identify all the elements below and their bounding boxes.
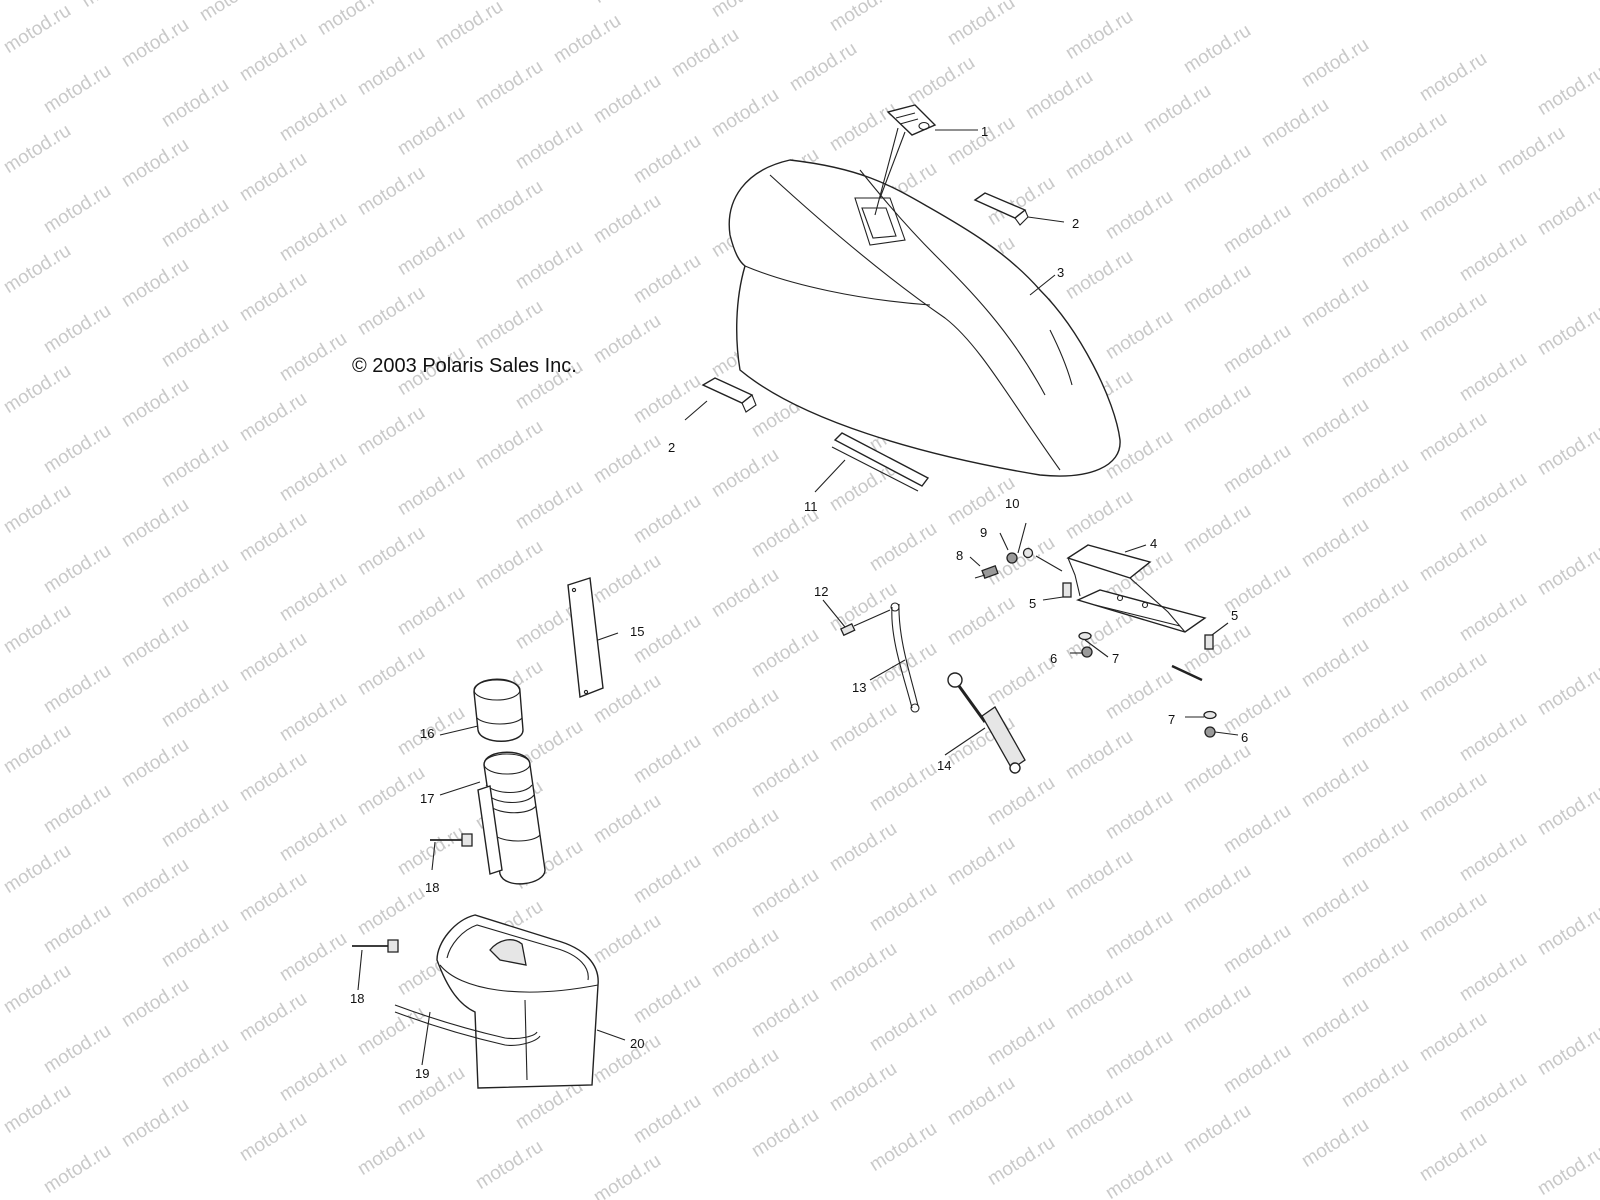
storage-bin-part-20 (436, 914, 599, 1089)
rivet-part-18-upper (430, 833, 473, 847)
callout-11: 11 (804, 499, 818, 514)
connector-part-12 (840, 609, 891, 637)
leader-lines (357, 129, 1239, 1066)
callout-2-upper: 2 (1072, 216, 1079, 231)
callout-14: 14 (937, 758, 951, 773)
callout-18-lower: 18 (350, 991, 364, 1006)
grip-pad-upper (973, 192, 1029, 226)
callout-10: 10 (1005, 496, 1019, 511)
strap-part-19 (394, 1004, 541, 1046)
callout-6-upper: 6 (1050, 651, 1057, 666)
callout-18-upper: 18 (425, 880, 439, 895)
callout-12: 12 (814, 584, 828, 599)
callout-5-upper: 5 (1029, 596, 1036, 611)
callout-7-upper: 7 (1112, 651, 1119, 666)
callout-7-lower: 7 (1168, 712, 1175, 727)
screw-part-8 (974, 565, 999, 579)
callout-labels: 1 2 2 3 4 5 5 6 6 7 7 8 9 10 11 12 13 14… (350, 124, 1248, 1081)
callout-19: 19 (415, 1066, 429, 1081)
cap-part-16 (473, 678, 524, 742)
callout-8: 8 (956, 548, 963, 563)
bolt-part-5-upper (1062, 582, 1072, 598)
decal-plate-part-15 (567, 577, 604, 698)
canister-part-17 (477, 751, 546, 885)
washer-part-7-upper (1078, 631, 1092, 641)
grip-pad-lower (701, 377, 757, 413)
rivet-part-18-lower (352, 939, 399, 953)
callout-15: 15 (630, 624, 644, 639)
tether-strap-part-13 (890, 602, 920, 713)
callout-1: 1 (981, 124, 988, 139)
callout-2-lower: 2 (668, 440, 675, 455)
hood-cover (728, 159, 1121, 477)
callout-3: 3 (1057, 265, 1064, 280)
nut-part-6-upper (1081, 646, 1093, 658)
callout-5-lower: 5 (1231, 608, 1238, 623)
bolt-part-5-lower (1204, 634, 1214, 650)
key-tag-part-1 (874, 104, 937, 216)
pin-rod (1171, 664, 1203, 682)
washer-part-7-lower (1203, 710, 1217, 720)
nut-part-9 (1006, 552, 1018, 564)
callout-9: 9 (980, 525, 987, 540)
callout-6-lower: 6 (1241, 730, 1248, 745)
gas-strut-part-14 (947, 672, 1026, 774)
washer-part-10 (1022, 547, 1063, 572)
copyright-notice: © 2003 Polaris Sales Inc. (352, 355, 577, 377)
nut-part-6-lower (1204, 726, 1216, 738)
callout-16: 16 (420, 726, 434, 741)
hinge-bracket-part-4 (1066, 544, 1207, 633)
callout-20: 20 (630, 1036, 644, 1051)
callout-4: 4 (1150, 536, 1157, 551)
callout-17: 17 (420, 791, 434, 806)
callout-13: 13 (852, 680, 866, 695)
strip-part-11 (831, 432, 930, 492)
